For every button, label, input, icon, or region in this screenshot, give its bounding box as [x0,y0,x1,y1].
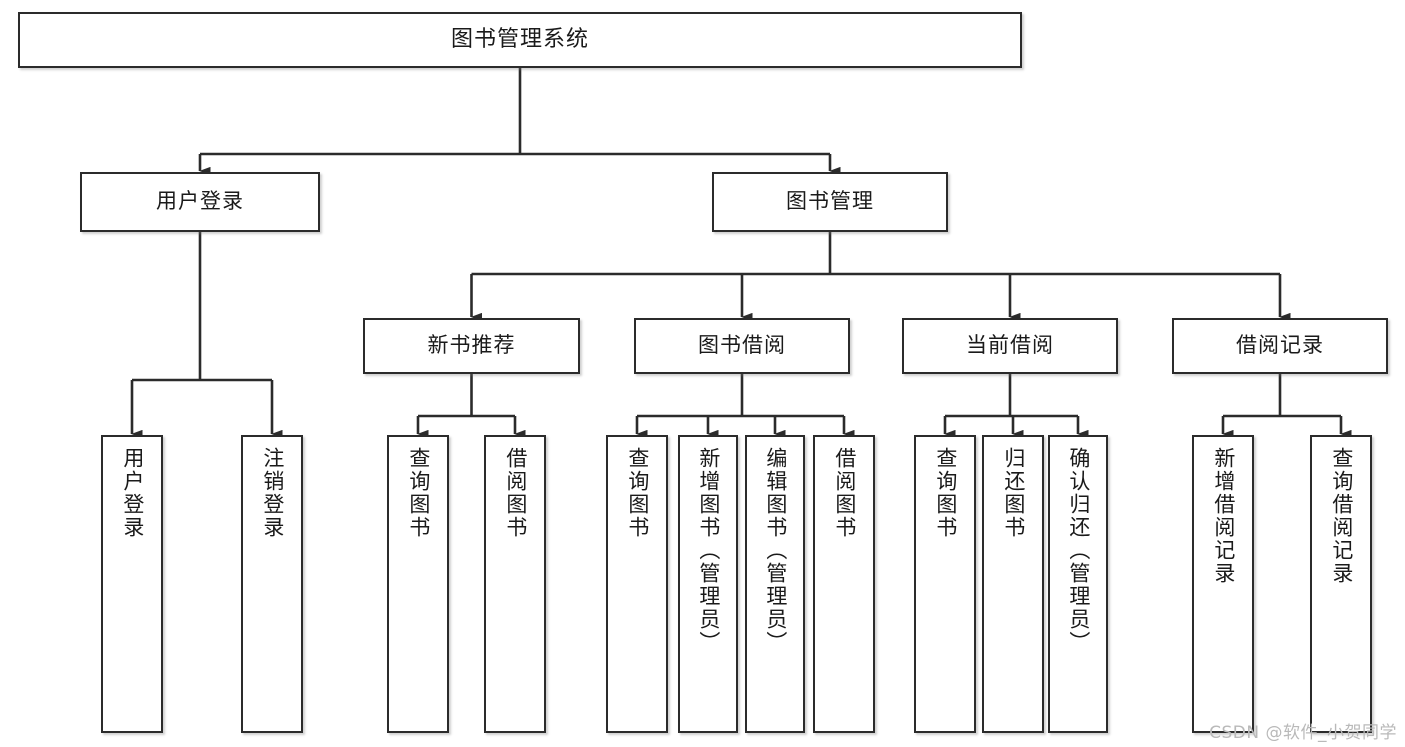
node-label: 用户登录 [120,447,145,539]
node-leaf-query-book-1[interactable]: 查询图书 [387,435,449,733]
node-leaf-user-login[interactable]: 用户登录 [101,435,163,733]
node-user-login[interactable]: 用户登录 [80,172,320,232]
node-label: 借阅图书 [503,447,528,539]
node-label: 查询图书 [933,447,958,539]
node-leaf-user-logout[interactable]: 注销登录 [241,435,303,733]
node-borrow-record[interactable]: 借阅记录 [1172,318,1388,374]
node-leaf-add-record[interactable]: 新增借阅记录 [1192,435,1254,733]
node-new-book-recommend[interactable]: 新书推荐 [363,318,580,374]
node-leaf-edit-book[interactable]: 编辑图书（管理员） [745,435,805,733]
node-label: 当前借阅 [966,333,1054,358]
node-leaf-query-book-3[interactable]: 查询图书 [914,435,976,733]
node-label: 图书管理 [786,189,874,214]
node-leaf-borrow-book-1[interactable]: 借阅图书 [484,435,546,733]
node-label: 借阅记录 [1236,333,1324,358]
watermark-text: CSDN @软件_小贺同学 [1209,723,1397,743]
node-leaf-confirm-return[interactable]: 确认归还（管理员） [1048,435,1108,733]
node-label: 确认归还（管理员） [1066,447,1091,654]
node-leaf-query-book-2[interactable]: 查询图书 [606,435,668,733]
node-leaf-return-book[interactable]: 归还图书 [982,435,1044,733]
node-book-manage[interactable]: 图书管理 [712,172,948,232]
node-leaf-query-record[interactable]: 查询借阅记录 [1310,435,1372,733]
node-label: 用户登录 [156,189,244,214]
node-label: 查询借阅记录 [1329,447,1354,585]
node-label: 查询图书 [625,447,650,539]
node-label: 借阅图书 [832,447,857,539]
node-leaf-borrow-book-2[interactable]: 借阅图书 [813,435,875,733]
node-book-borrow[interactable]: 图书借阅 [634,318,850,374]
node-label: 查询图书 [406,447,431,539]
node-current-borrow[interactable]: 当前借阅 [902,318,1118,374]
node-root[interactable]: 图书管理系统 [18,12,1022,68]
node-label: 归还图书 [1001,447,1026,539]
node-label: 图书管理系统 [450,26,589,52]
node-leaf-add-book[interactable]: 新增图书（管理员） [678,435,738,733]
node-label: 新书推荐 [427,333,516,358]
node-label: 新增借阅记录 [1211,447,1236,585]
node-label: 编辑图书（管理员） [763,447,788,654]
node-label: 注销登录 [260,447,285,539]
node-label: 图书借阅 [698,333,786,358]
node-label: 新增图书（管理员） [696,447,721,654]
